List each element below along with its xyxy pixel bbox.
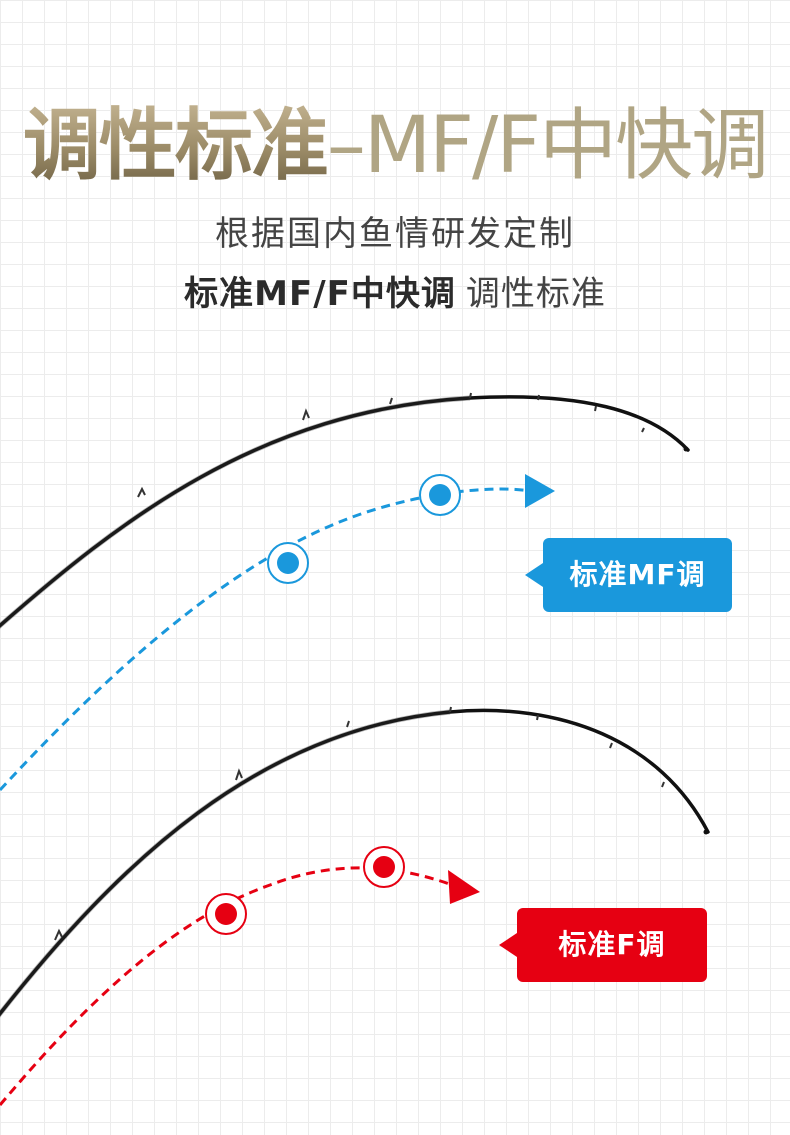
mf-action-curve [0, 474, 555, 792]
mf-arrowhead [525, 474, 555, 508]
f-marker-dot-2 [373, 856, 395, 878]
subtitle-normal-text: 调性标准 [465, 274, 606, 314]
f-action-curve [0, 846, 480, 1106]
rod-f-graphic [0, 706, 710, 1018]
f-marker-dot-1 [215, 903, 237, 925]
rod-mf-graphic [0, 392, 690, 629]
mf-marker-dot-2 [429, 484, 451, 506]
mf-label-tag: 标准MF调 [525, 538, 732, 612]
page-title: 调性标准–MF/F中快调 [0, 96, 790, 196]
subtitle-line-1: 根据国内鱼情研发定制 [215, 214, 575, 254]
title-bold-text: 调性标准 [22, 101, 329, 191]
title-action-type: MF/F中快调 [363, 101, 769, 191]
subtitle-line-2: 标准MF/F中快调调性标准 [0, 268, 790, 320]
mf-marker-dot-1 [277, 552, 299, 574]
title-dash: – [326, 101, 366, 191]
f-arrowhead [448, 870, 480, 904]
f-label-tag: 标准F调 [499, 908, 707, 982]
subtitle-strong-text: 标准MF/F中快调 [184, 274, 456, 314]
